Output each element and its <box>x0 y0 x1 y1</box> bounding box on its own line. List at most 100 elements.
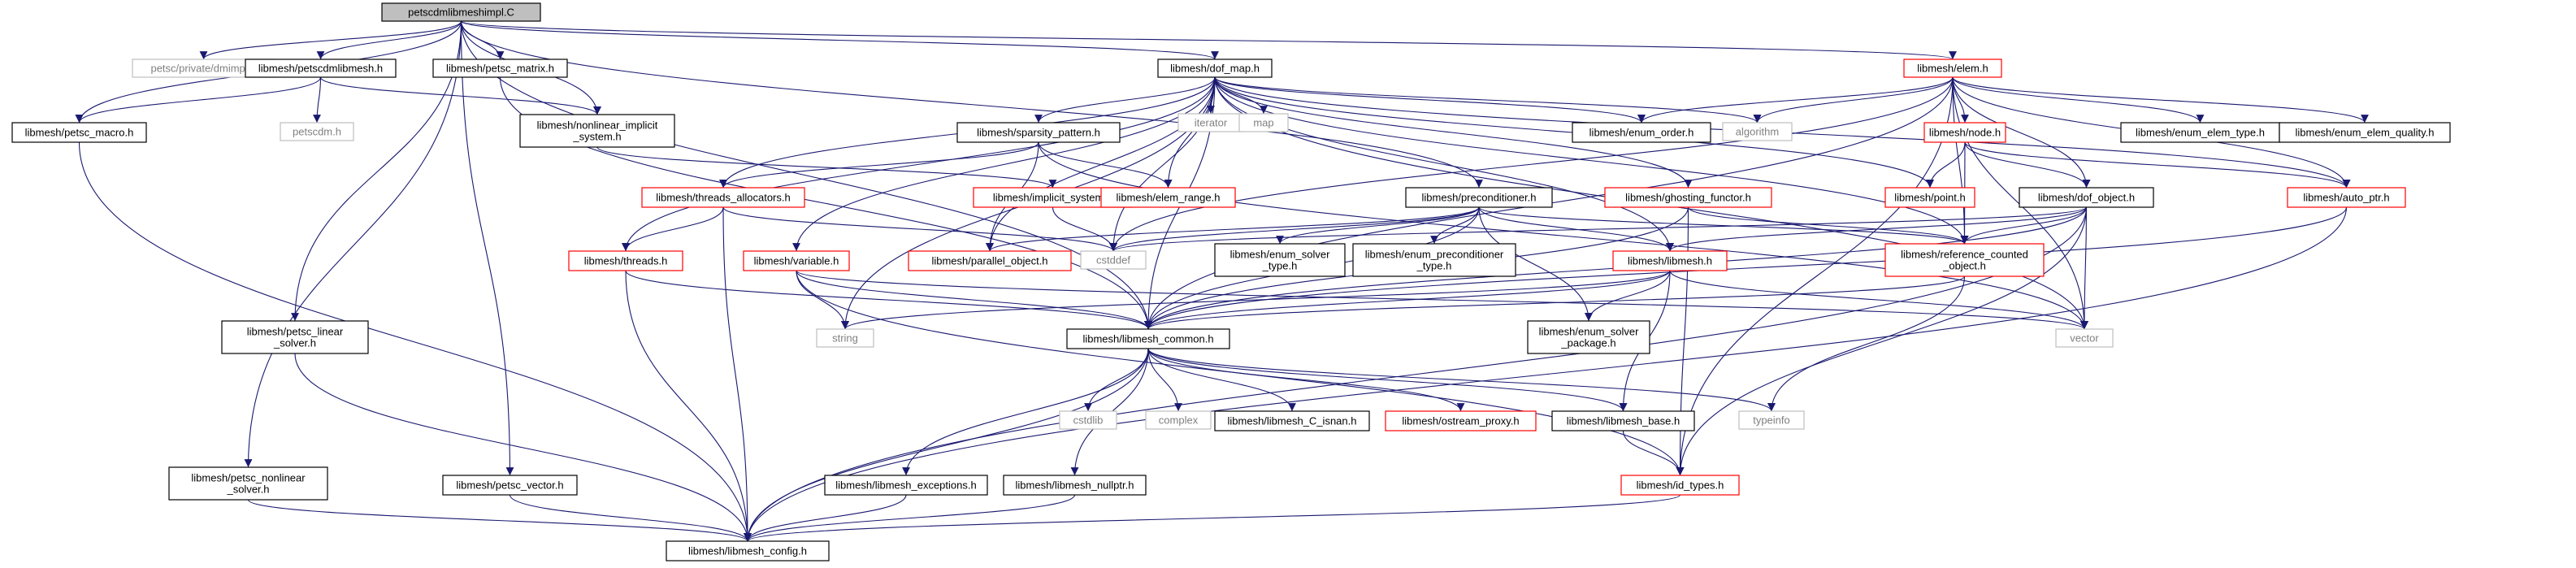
node-label: complex <box>1159 414 1199 427</box>
edge-elem-to-enum_elem_quality <box>1952 76 2369 124</box>
edge-layer <box>75 20 2369 542</box>
node-node[interactable]: libmesh/node.h <box>1923 122 2006 143</box>
node-map[interactable]: map <box>1238 113 1289 132</box>
node-box <box>1903 59 2002 78</box>
node-label: string <box>832 332 858 345</box>
node-label: libmesh/libmesh_base.h <box>1567 415 1680 427</box>
node-cstddef[interactable]: cstddef <box>1080 250 1147 270</box>
node-enum-elem-quality[interactable]: libmesh/enum_elem_quality.h <box>2279 122 2451 143</box>
node-label: libmesh/petsc_vector.h <box>456 479 563 492</box>
node-enum-solver-type[interactable]: libmesh/enum_solver_type.h <box>1214 243 1346 277</box>
node-enum-elem-type[interactable]: libmesh/enum_elem_type.h <box>2120 122 2280 143</box>
node-string[interactable]: string <box>816 328 874 348</box>
node-label: libmesh/nonlinear_implicit_system.h <box>537 119 658 143</box>
node-petsc-linear-solver[interactable]: libmesh/petsc_linear_solver.h <box>221 320 369 354</box>
node-box <box>641 187 805 208</box>
edge-petscdmlibmesh-to-petsc_macro <box>75 76 322 124</box>
edge-dof_object-to-cstddef <box>1109 206 2088 252</box>
edge-reference_counted-to-typeinfo <box>1767 275 1966 412</box>
node-elem-range[interactable]: libmesh/elem_range.h <box>1100 187 1236 208</box>
edge-libmesh_common-to-complex <box>1147 348 1182 412</box>
edge-root-to-petsc_vector <box>460 20 514 476</box>
node-box <box>1527 320 1650 354</box>
edge-libmesh-to-enum_solver_package <box>1585 270 1671 322</box>
edge-preconditioner-to-reference_counted <box>1478 206 1969 245</box>
node-enum-solver-package[interactable]: libmesh/enum_solver_package.h <box>1527 320 1650 354</box>
node-iterator[interactable]: iterator <box>1177 113 1244 132</box>
node-box <box>1214 410 1370 431</box>
edge-preconditioner-to-cstddef <box>1109 206 1480 252</box>
node-vector[interactable]: vector <box>2055 328 2114 348</box>
edge-dof_map-to-elem_range <box>1164 76 1216 189</box>
node-root[interactable]: petscdmlibmeshimpl.C <box>381 2 541 22</box>
node-label: libmesh/node.h <box>1929 127 2001 139</box>
node-label: libmesh/libmesh_nullptr.h <box>1016 479 1134 492</box>
edge-preconditioner-to-parallel_object <box>986 206 1480 252</box>
node-enum-order[interactable]: libmesh/enum_order.h <box>1572 122 1711 143</box>
node-label: libmesh/implicit_system.h <box>993 192 1112 204</box>
node-petscdmlibmesh[interactable]: libmesh/petscdmlibmesh.h <box>245 59 397 78</box>
node-typeinfo[interactable]: typeinfo <box>1738 410 1805 430</box>
edge-petsc_vector-to-libmesh_config <box>509 494 752 542</box>
node-petsc-vector[interactable]: libmesh/petsc_vector.h <box>442 475 578 496</box>
node-box <box>381 2 541 22</box>
edge-dof_map-to-algorithm <box>1214 76 1762 124</box>
edge-dof_map-to-sparsity_pattern <box>1034 76 1216 124</box>
node-box <box>2287 187 2406 208</box>
edge-root-to-petsc_dmimpl <box>199 20 462 60</box>
node-ostream-proxy[interactable]: libmesh/ostream_proxy.h <box>1385 410 1537 431</box>
node-libmesh-c-isnan[interactable]: libmesh/libmesh_C_isnan.h <box>1214 410 1370 431</box>
node-elem[interactable]: libmesh/elem.h <box>1903 59 2002 78</box>
node-dof-map[interactable]: libmesh/dof_map.h <box>1157 59 1273 78</box>
edge-threads_allocators-to-libmesh_config <box>722 206 752 542</box>
node-point[interactable]: libmesh/point.h <box>1884 187 1975 208</box>
node-dof-object[interactable]: libmesh/dof_object.h <box>2019 187 2154 208</box>
node-libmesh-common[interactable]: libmesh/libmesh_common.h <box>1066 328 1230 349</box>
edge-variable-to-libmesh_common <box>796 270 1152 330</box>
node-parallel-object[interactable]: libmesh/parallel_object.h <box>908 250 1072 271</box>
node-box <box>743 250 850 271</box>
node-petscdm[interactable]: petscdm.h <box>280 122 354 141</box>
node-libmesh-nullptr[interactable]: libmesh/libmesh_nullptr.h <box>1003 475 1147 496</box>
edge-variable-to-vector <box>796 270 2088 330</box>
edge-ghosting_functor-to-reference_counted <box>1687 206 1969 245</box>
node-preconditioner[interactable]: libmesh/preconditioner.h <box>1405 187 1553 208</box>
node-id-types[interactable]: libmesh/id_types.h <box>1620 475 1740 496</box>
node-petsc-nonlinear-solver[interactable]: libmesh/petsc_nonlinear_solver.h <box>168 466 328 501</box>
node-box <box>1572 122 1711 143</box>
node-sparsity-pattern[interactable]: libmesh/sparsity_pattern.h <box>956 122 1121 143</box>
node-box <box>1884 243 2045 277</box>
node-box <box>221 320 369 354</box>
node-box <box>2055 328 2114 348</box>
edge-nonlinear_implicit-to-implicit_system <box>596 146 1057 189</box>
node-box <box>1157 59 1273 78</box>
node-petsc-matrix[interactable]: libmesh/petsc_matrix.h <box>432 59 568 78</box>
node-libmesh-config[interactable]: libmesh/libmesh_config.h <box>666 540 830 561</box>
node-libmesh-base[interactable]: libmesh/libmesh_base.h <box>1551 410 1695 431</box>
node-petsc-macro[interactable]: libmesh/petsc_macro.h <box>11 122 147 143</box>
node-threads-allocators[interactable]: libmesh/threads_allocators.h <box>641 187 805 208</box>
node-box <box>168 466 328 501</box>
edge-libmesh_common-to-libmesh_base <box>1147 348 1628 412</box>
node-box <box>1923 122 2006 143</box>
node-variable[interactable]: libmesh/variable.h <box>743 250 850 271</box>
node-box <box>1884 187 1975 208</box>
node-libmesh[interactable]: libmesh/libmesh.h <box>1612 250 1728 271</box>
node-complex[interactable]: complex <box>1145 410 1212 430</box>
node-algorithm[interactable]: algorithm <box>1722 122 1793 141</box>
edge-elem-to-dof_object <box>1952 76 2091 189</box>
edge-elem-to-enum_order <box>1637 76 1954 124</box>
node-enum-precond-type[interactable]: libmesh/enum_preconditioner_type.h <box>1352 243 1516 277</box>
node-threads[interactable]: libmesh/threads.h <box>568 250 683 271</box>
node-ghosting-functor[interactable]: libmesh/ghosting_functor.h <box>1604 187 1772 208</box>
node-cstdlib[interactable]: cstdlib <box>1059 410 1117 430</box>
node-reference-counted[interactable]: libmesh/reference_counted_object.h <box>1884 243 2045 277</box>
edge-threads_allocators-to-cstddef <box>722 206 1117 252</box>
node-libmesh-exceptions[interactable]: libmesh/libmesh_exceptions.h <box>824 475 988 496</box>
edge-libmesh_common-to-libmesh_config <box>744 348 1149 542</box>
edge-root-to-preconditioner <box>460 20 1483 189</box>
node-petsc-dmimpl[interactable]: petsc/private/dmimpl.h <box>132 59 275 78</box>
node-auto-ptr[interactable]: libmesh/auto_ptr.h <box>2287 187 2406 208</box>
edge-sparsity_pattern-to-elem_range <box>1038 141 1173 189</box>
node-nonlinear-implicit[interactable]: libmesh/nonlinear_implicit_system.h <box>519 114 675 148</box>
